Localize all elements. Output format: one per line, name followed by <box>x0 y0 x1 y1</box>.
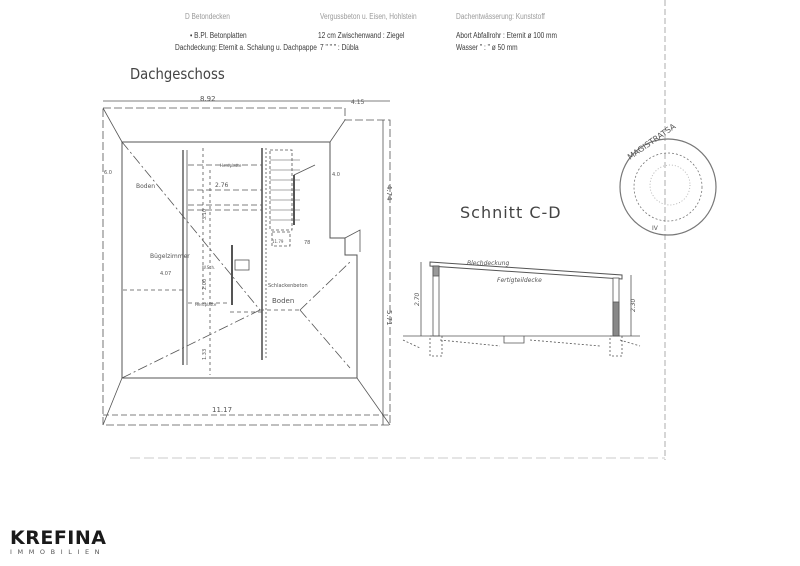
dim-inner-width: 2.76 <box>215 182 229 189</box>
spec-row0-col1: D Betondecken <box>185 12 230 21</box>
drawing-line <box>121 309 261 379</box>
wall-outline <box>121 141 358 379</box>
plan-title: Dachgeschoss <box>130 65 225 83</box>
drawing-line <box>102 107 123 143</box>
drawing-line <box>270 159 300 221</box>
drawing-line: MAGISTRATSA IV <box>626 122 678 232</box>
dim-vertical3: 1.33 <box>202 349 208 360</box>
logo-name: KREFINA <box>10 527 107 549</box>
spec-row2-col1: Dachdeckung: Eternit a. Schalung u. Dach… <box>175 43 317 52</box>
drawing-line <box>432 265 440 337</box>
drawing-line <box>299 261 351 311</box>
drawing-line <box>619 138 717 236</box>
section-drawing <box>402 261 641 357</box>
stamp-mark: IV <box>652 225 659 232</box>
dim-right-wall: 4.0 <box>332 172 340 178</box>
dim-vertical2: 2.00 <box>202 279 208 290</box>
logo-tagline: IMMOBILIEN <box>10 548 106 556</box>
drawing-line: Blechdeckung Fertigteildecke 2.70 2.30 <box>414 260 637 312</box>
section-height-right: 2.30 <box>630 298 637 312</box>
note-herdplatte-2: Herdplatte <box>195 302 217 307</box>
dim-vertical1: 3.10 <box>202 209 208 220</box>
drawing-line: 8.92 4.15 4.74 5.71 11.17 6.0 2.76 3.10 … <box>104 95 393 414</box>
section-roof-label: Blechdeckung <box>467 260 509 267</box>
drawing-line <box>271 231 291 247</box>
drawing-line <box>356 377 391 426</box>
spec-row0-col3: Dachentwässerung: Kunststoff <box>456 12 545 21</box>
drawing-line <box>102 0 717 460</box>
note-herdplatte-1: Herdplatte <box>220 163 242 168</box>
drawing-line <box>121 141 261 311</box>
dim-right-lower: 5.71 <box>385 310 393 326</box>
dim-left: 6.0 <box>104 170 112 176</box>
spec-row2-col2: 7 " " " : Dübla <box>320 43 359 52</box>
room-label-boden-2: Boden <box>272 297 294 305</box>
spec-row1-col3: Abort Abfallrohr : Eternit ø 100 mm <box>456 31 558 40</box>
drawing-line <box>432 265 440 277</box>
magistrate-stamp <box>619 138 717 236</box>
section-ceiling-label: Fertigteildecke <box>497 277 542 284</box>
note-wsch: W.Sch. <box>202 265 215 270</box>
section-height-left: 2.70 <box>414 292 421 306</box>
dim-room-width: 4.07 <box>160 271 171 277</box>
spec-row1-col1: • B.Pl. Betonplatten <box>190 31 247 40</box>
roof-outline <box>102 107 391 426</box>
drawing-line <box>102 377 123 426</box>
drawing-line <box>234 259 250 271</box>
note-1179: 11.79 <box>272 239 284 244</box>
room-label-boden-1: Boden <box>136 183 155 190</box>
drawing-line <box>402 339 641 349</box>
room-label-schlackenbeton: Schlackenbeton <box>268 283 308 289</box>
krefina-logo: KREFINA IMMOBILIEN <box>10 527 107 556</box>
drawing-line <box>293 164 316 176</box>
drawing-line <box>503 336 525 344</box>
section-title: Schnitt C-D <box>460 203 562 222</box>
dim-top: 8.92 <box>200 95 216 103</box>
drawing-line <box>649 164 691 206</box>
dim-bottom: 11.17 <box>212 406 232 414</box>
spec-row2-col3: Wasser " : " ø 50 mm <box>456 43 518 52</box>
drawing-line <box>609 335 623 357</box>
room-label-buegelzimmer: Bügelzimmer <box>150 253 190 260</box>
drawing-line <box>429 335 443 357</box>
drawing-line <box>299 309 351 369</box>
drawing-line <box>429 261 623 280</box>
spec-row0-col2: Vergussbeton u. Eisen, Hohlstein <box>320 12 417 21</box>
floor-plan <box>102 100 391 426</box>
drawing-line <box>329 119 361 252</box>
note-78: 78 <box>304 240 310 246</box>
dim-right-upper: 4.74 <box>385 185 393 201</box>
stamp-text: MAGISTRATSA <box>626 122 678 162</box>
drawing-line <box>633 152 703 222</box>
dim-top-right: 4.15 <box>351 99 365 106</box>
drawing-line <box>612 301 620 337</box>
spec-row1-col2: 12 cm Zwischenwand : Ziegel <box>318 31 405 40</box>
